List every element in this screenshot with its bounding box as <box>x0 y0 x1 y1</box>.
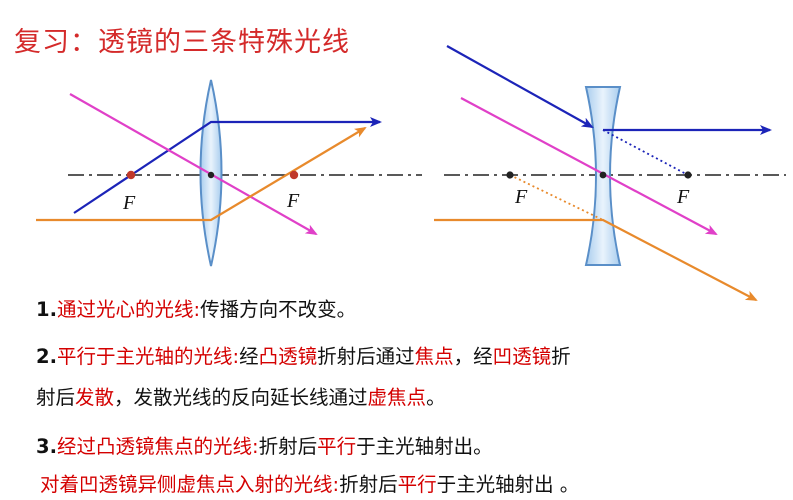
focus-right-point <box>684 171 692 179</box>
ray-blue-incident <box>446 45 594 128</box>
optical-center-point <box>599 171 607 179</box>
rule-text: 折射后通过 <box>317 345 415 368</box>
rule-text: 折射后 <box>258 435 318 458</box>
rule-number: 2. <box>36 345 57 368</box>
rule-text: 射后 <box>36 386 76 409</box>
virtual-extension-orange <box>509 174 604 221</box>
rule-text: 折射后 <box>339 473 398 496</box>
rule-highlight: 平行 <box>317 435 357 458</box>
slide-title: 复习：透镜的三条特殊光线 <box>14 27 350 58</box>
rule-1: 1.通过光心的光线:传播方向不改变。 <box>36 293 356 322</box>
rule-text: 。 <box>426 386 446 409</box>
rule-number: 1. <box>36 298 57 321</box>
focus-right-label: F <box>676 186 690 208</box>
focus-right-point <box>289 170 299 180</box>
rule-text: 经 <box>239 345 259 368</box>
rule-text: 折 <box>551 345 571 368</box>
ray-magenta <box>460 97 718 235</box>
rule-3-line-2: 对着凹透镜异侧虚焦点入射的光线:折射后平行于主光轴射出 。 <box>40 468 579 497</box>
rule-number: 3. <box>36 435 57 458</box>
rule-text: 于主光轴射出 。 <box>436 473 580 496</box>
ray-orange <box>36 126 367 222</box>
rule-highlight: 凹透镜 <box>492 345 552 368</box>
rule-highlight: 通过光心的光线: <box>56 298 201 321</box>
focus-left-point <box>506 171 514 179</box>
ray-orange <box>434 218 758 301</box>
rule-text: ，经 <box>453 345 493 368</box>
rule-highlight: 平行 <box>397 473 437 496</box>
rule-highlight: 凸透镜 <box>258 345 318 368</box>
focus-left-label: F <box>122 192 136 214</box>
rule-highlight: 焦点 <box>414 345 454 368</box>
rule-3-line-1: 3.经过凸透镜焦点的光线:折射后平行于主光轴射出。 <box>36 430 493 459</box>
rule-highlight: 经过凸透镜焦点的光线: <box>56 435 259 458</box>
ray-blue <box>73 117 382 214</box>
concave-lens-diagram: F F <box>434 45 786 301</box>
optical-center-point <box>207 171 215 179</box>
focus-left-label: F <box>514 186 528 208</box>
rule-highlight: 发散 <box>75 386 115 409</box>
rule-2-line-2: 射后发散，发散光线的反向延长线通过虚焦点。 <box>36 381 446 410</box>
rule-text: 传播方向不改变。 <box>200 298 357 321</box>
focus-left-point <box>126 170 136 180</box>
ray-magenta <box>69 93 318 235</box>
rule-highlight: 对着凹透镜异侧虚焦点入射的光线: <box>40 473 340 496</box>
rule-highlight: 虚焦点 <box>367 386 427 409</box>
focus-right-label: F <box>286 190 300 212</box>
rule-text: 于主光轴射出。 <box>356 435 493 458</box>
virtual-extension-blue <box>602 129 689 176</box>
rule-2-line-1: 2.平行于主光轴的光线:经凸透镜折射后通过焦点，经凹透镜折 <box>36 340 571 369</box>
rule-text: ，发散光线的反向延长线通过 <box>114 386 368 409</box>
convex-lens-diagram: F F <box>36 79 422 267</box>
rule-highlight: 平行于主光轴的光线: <box>56 345 240 368</box>
